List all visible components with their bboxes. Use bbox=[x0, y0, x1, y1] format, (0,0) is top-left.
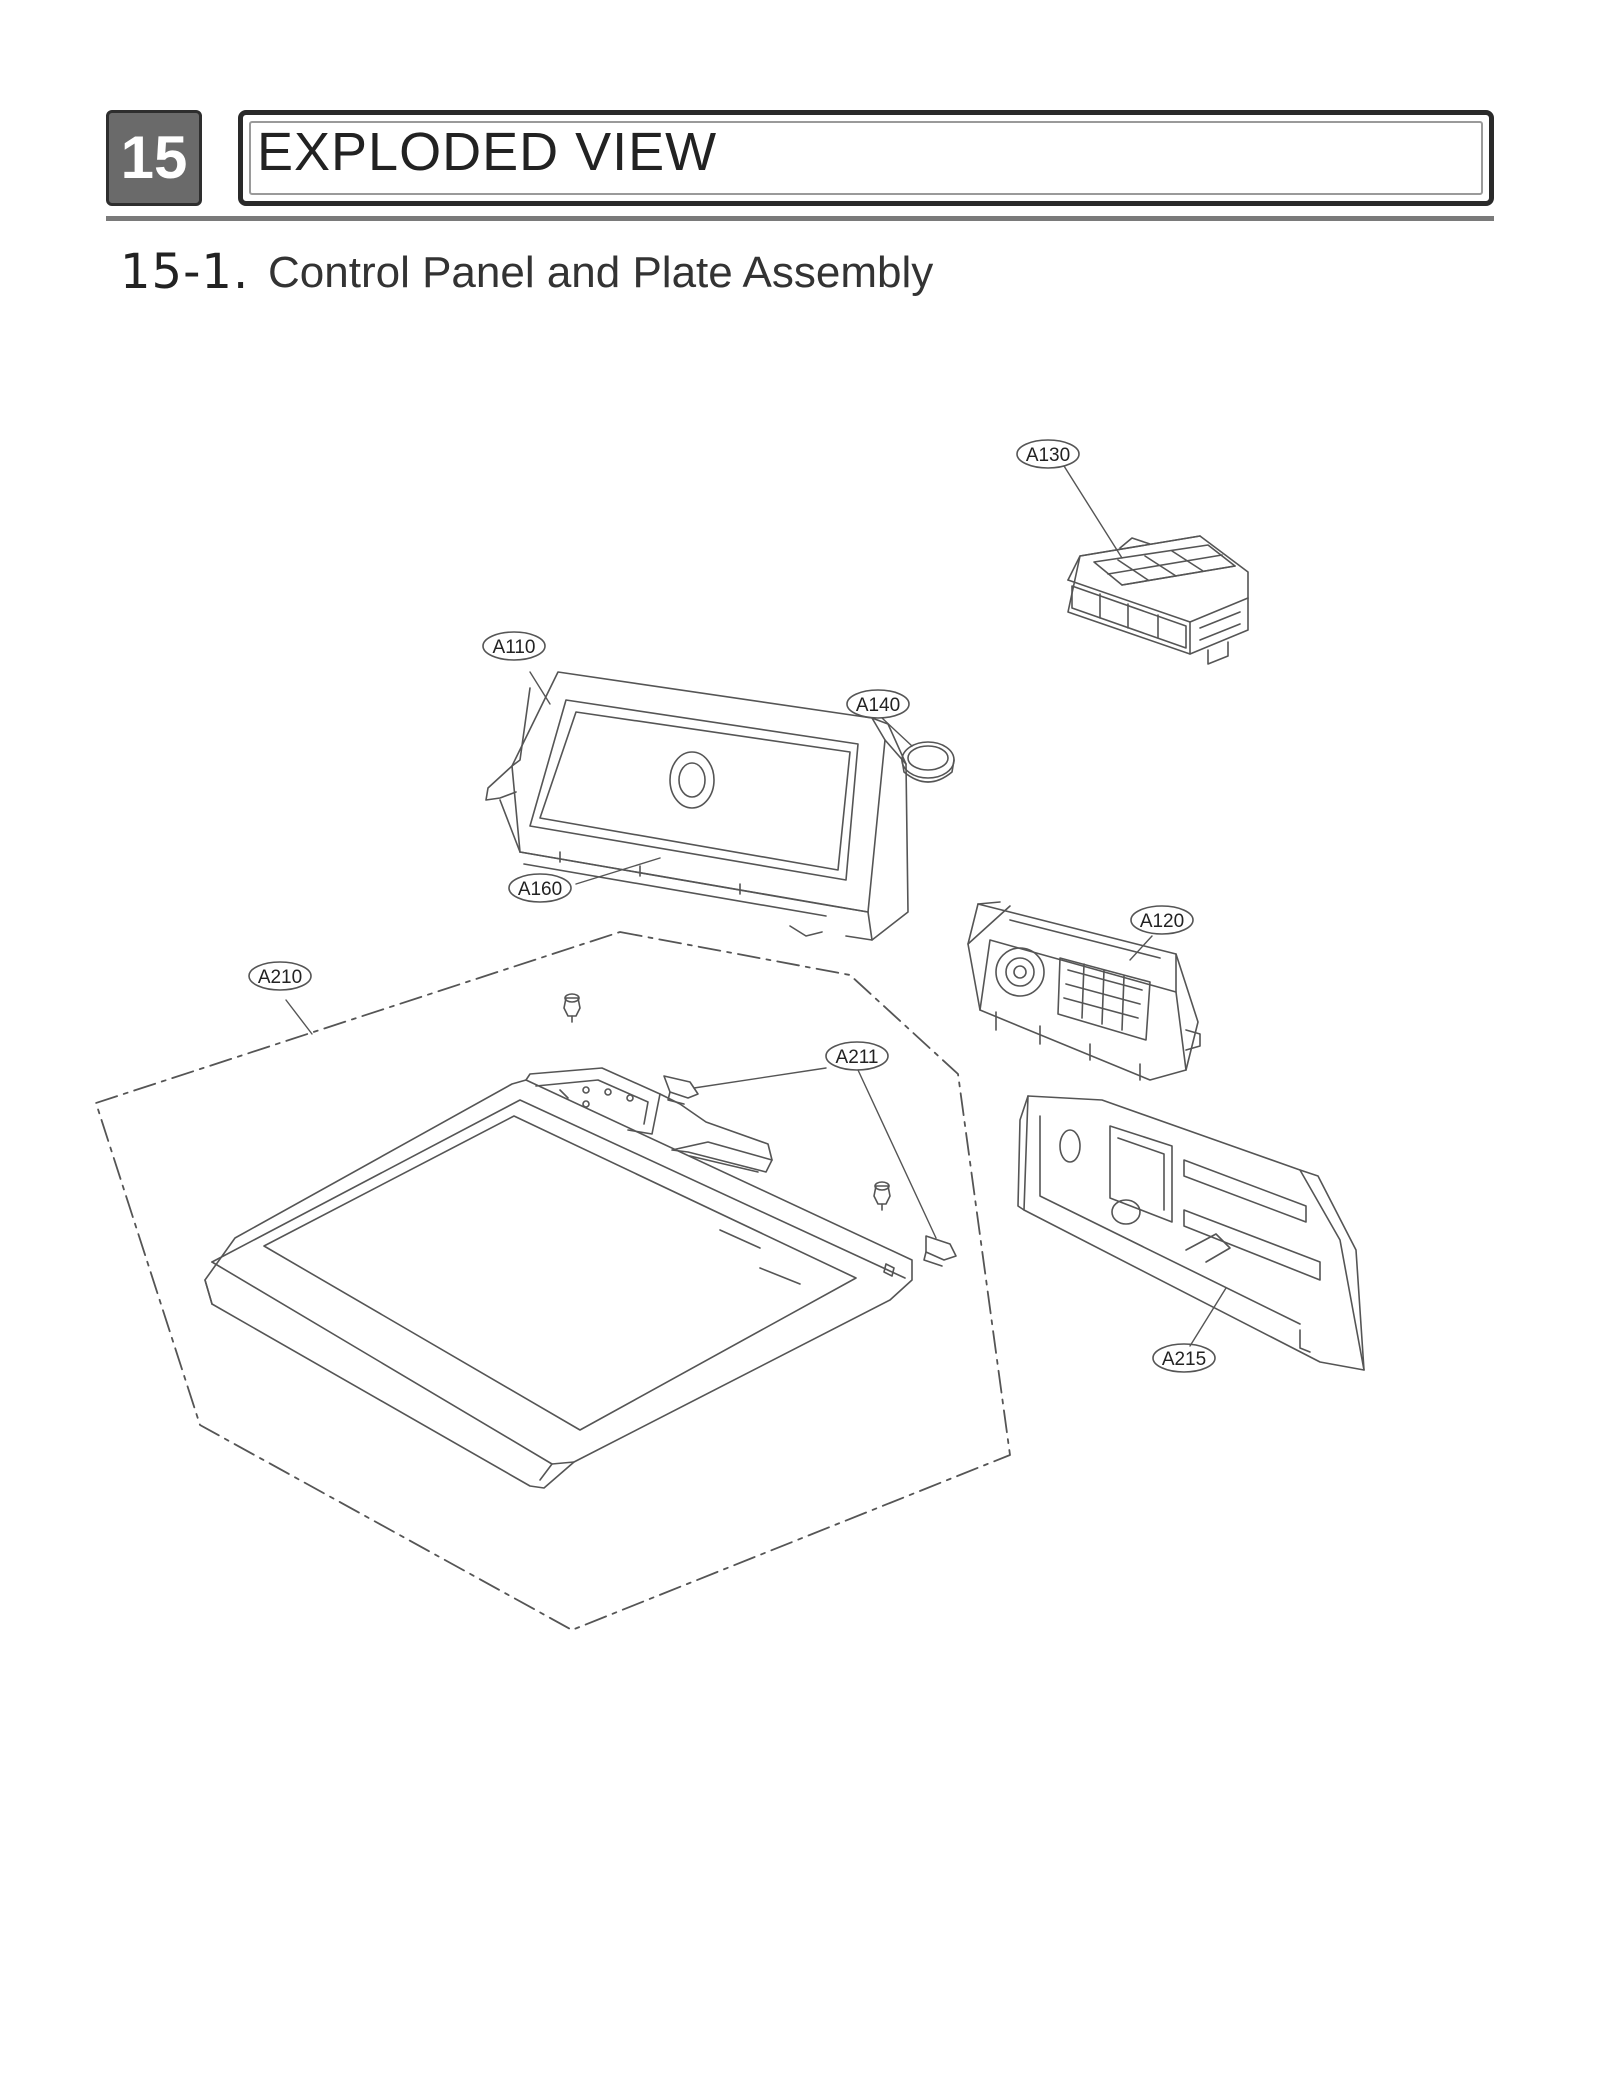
callout-label-a110: A110 bbox=[493, 637, 536, 658]
section-number: 15-1. bbox=[120, 244, 250, 300]
chapter-title-frame: EXPLODED VIEW bbox=[238, 110, 1494, 206]
callout-label-a211: A211 bbox=[836, 1047, 879, 1068]
callout-label-a140: A140 bbox=[856, 695, 900, 716]
a210-assembly-boundary bbox=[95, 931, 1011, 1631]
leader-a211-2 bbox=[857, 1069, 937, 1239]
a210-fastener-left bbox=[563, 993, 581, 1023]
leader-lines bbox=[285, 465, 1227, 1347]
part-a211-clip-upper bbox=[663, 1075, 699, 1105]
section-title: Control Panel and Plate Assembly bbox=[268, 248, 934, 297]
part-a120-pcb-assembly bbox=[967, 901, 1201, 1081]
callout-oval-a211 bbox=[825, 1041, 889, 1071]
callout-labels: A130 A110 A140 A160 A120 A210 A211 A215 bbox=[258, 445, 1206, 1370]
callout-oval-a160 bbox=[508, 873, 572, 903]
leader-a120 bbox=[1129, 935, 1153, 961]
part-a140-knob bbox=[901, 741, 955, 783]
callout-label-a160: A160 bbox=[518, 879, 562, 900]
callout-ovals bbox=[248, 439, 1216, 1373]
callout-oval-a210 bbox=[248, 961, 312, 991]
callout-label-a130: A130 bbox=[1026, 445, 1070, 466]
leader-a211-1 bbox=[693, 1067, 827, 1089]
leader-a210 bbox=[285, 999, 313, 1035]
leader-a110 bbox=[529, 671, 551, 705]
leader-a140 bbox=[881, 717, 913, 747]
callout-label-a215: A215 bbox=[1162, 1349, 1206, 1370]
title-underline-rule bbox=[106, 216, 1494, 221]
callout-oval-a120 bbox=[1130, 905, 1194, 935]
chapter-number-badge: 15 bbox=[106, 110, 202, 206]
part-a130-grid-cover bbox=[1067, 535, 1249, 665]
callout-oval-a130 bbox=[1016, 439, 1080, 469]
chapter-title: EXPLODED VIEW bbox=[257, 122, 718, 182]
leader-a130 bbox=[1063, 465, 1123, 559]
part-a211-clip-lower bbox=[923, 1235, 957, 1267]
a210-fastener-right bbox=[873, 1181, 891, 1211]
part-a210-top-plate bbox=[204, 1067, 913, 1489]
callout-oval-a140 bbox=[846, 689, 910, 719]
leader-a215 bbox=[1189, 1287, 1227, 1347]
part-a215-rear-bracket bbox=[1017, 1095, 1365, 1371]
callout-oval-a110 bbox=[482, 631, 546, 661]
callout-label-a120: A120 bbox=[1140, 911, 1184, 932]
part-a110-control-panel bbox=[485, 671, 909, 941]
callout-oval-a215 bbox=[1152, 1343, 1216, 1373]
chapter-title-inner-border bbox=[249, 121, 1483, 195]
callout-label-a210: A210 bbox=[258, 967, 302, 988]
leader-a160 bbox=[575, 857, 661, 885]
